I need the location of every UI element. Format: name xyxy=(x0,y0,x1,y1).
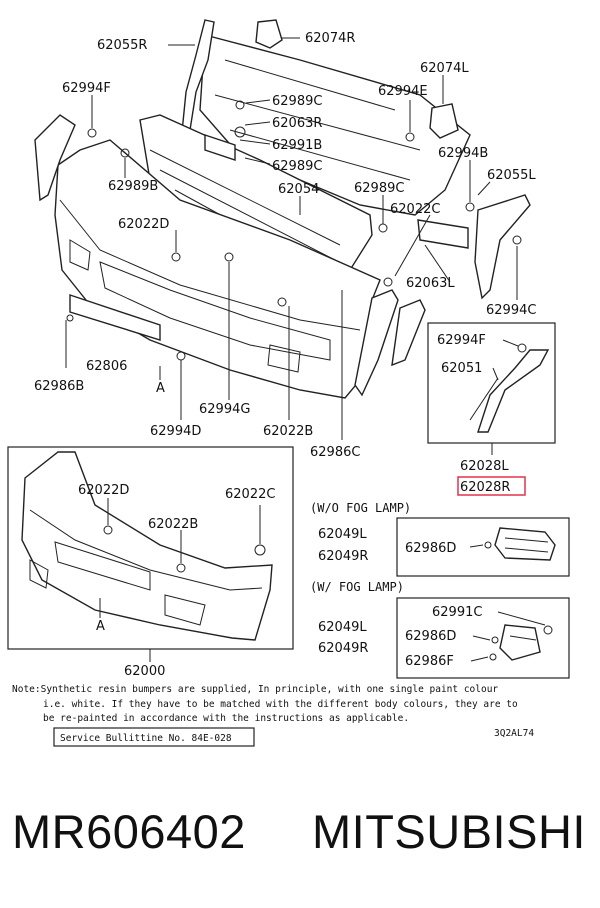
box-wo-fog-lamp xyxy=(396,517,570,577)
label-w-fog-lamp: (W/ FOG LAMP) xyxy=(310,580,404,594)
label-62986d-a: 62986D xyxy=(405,541,456,556)
bracket-62074r xyxy=(255,19,283,49)
bumper-face-upper xyxy=(54,139,381,399)
label-62994f: 62994F xyxy=(62,81,111,96)
label-mark-a-low: A xyxy=(96,619,105,634)
label-62054: 62054 xyxy=(278,182,319,197)
cover-62049-wo xyxy=(494,527,556,561)
lower-strip-62806 xyxy=(69,294,161,341)
label-62986d-b: 62986D xyxy=(405,629,456,644)
label-62049l-a: 62049L xyxy=(318,527,367,542)
label-mark-a-top: A xyxy=(156,381,165,396)
part-number: MR606402 xyxy=(12,805,246,858)
bulletin-text: Service Bullittine No. 84E-028 xyxy=(60,733,232,744)
label-62994d: 62994D xyxy=(150,424,201,439)
box-w-fog-lamp xyxy=(396,597,570,679)
label-62806: 62806 xyxy=(86,359,127,374)
brand-name: MITSUBISHI xyxy=(312,805,586,858)
label-62989c-a: 62989C xyxy=(272,94,322,109)
label-62994f-inset: 62994F xyxy=(437,333,486,348)
caption: MR606402 MITSUBISHI xyxy=(0,800,600,870)
note-line-3: be re-painted in accordance with the ins… xyxy=(43,713,409,724)
bulletin-box xyxy=(53,727,255,747)
label-62022b-low: 62022B xyxy=(148,517,198,532)
label-62049r-b: 62049R xyxy=(318,641,368,656)
bracket-62055l xyxy=(474,194,531,300)
label-62028l: 62028L xyxy=(460,459,509,474)
label-wo-fog-lamp: (W/O FOG LAMP) xyxy=(310,501,411,515)
exploded-parts-diagram: 62055R 62074R 62074L 62994F 62989C 62994… xyxy=(7,19,570,747)
label-62028r: 62028R xyxy=(460,480,510,495)
label-62989c-c: 62989C xyxy=(354,181,404,196)
note-line-2: i.e. white. If they have to be matched w… xyxy=(43,699,518,710)
side-panel-left xyxy=(34,114,76,202)
bumper-62000 xyxy=(21,451,273,641)
label-62022d-low: 62022D xyxy=(78,483,129,498)
label-62022c-top: 62022C xyxy=(390,202,440,217)
side-panel-right xyxy=(354,289,399,397)
label-62022c-low: 62022C xyxy=(225,487,275,502)
label-62986b: 62986B xyxy=(34,379,84,394)
diagram-code: 3Q2AL74 xyxy=(494,728,534,739)
label-62000: 62000 xyxy=(124,664,165,679)
label-62049r-a: 62049R xyxy=(318,549,368,564)
label-62991c: 62991C xyxy=(432,605,482,620)
label-62055r: 62055R xyxy=(97,38,147,53)
absorber-62063l xyxy=(417,219,469,249)
label-62994e: 62994E xyxy=(378,84,428,99)
label-62063l: 62063L xyxy=(406,276,455,291)
label-62994c: 62994C xyxy=(486,303,536,318)
label-62986f: 62986F xyxy=(405,654,454,669)
grille-backdrop xyxy=(199,34,471,216)
label-62994g: 62994G xyxy=(199,402,250,417)
label-62074l: 62074L xyxy=(420,61,469,76)
label-62022b-top: 62022B xyxy=(263,424,313,439)
label-62022d-top: 62022D xyxy=(118,217,169,232)
label-62989c-b: 62989C xyxy=(272,159,322,174)
garnish-62051 xyxy=(477,349,550,433)
label-62063r: 62063R xyxy=(272,116,322,131)
label-62991b: 62991B xyxy=(272,138,322,153)
cover-62049-w xyxy=(499,624,541,661)
highlight-62028r xyxy=(457,476,526,496)
bracket-62074l xyxy=(429,103,459,139)
absorber-62063r xyxy=(204,134,236,161)
label-62986c: 62986C xyxy=(310,445,360,460)
label-62989b: 62989B xyxy=(108,179,158,194)
label-62994b: 62994B xyxy=(438,146,488,161)
label-62055l: 62055L xyxy=(487,168,536,183)
label-62074r: 62074R xyxy=(305,31,355,46)
note-line-1: Note:Synthetic resin bumpers are supplie… xyxy=(12,684,498,695)
label-62049l-b: 62049L xyxy=(318,620,367,635)
label-62051: 62051 xyxy=(441,361,482,376)
